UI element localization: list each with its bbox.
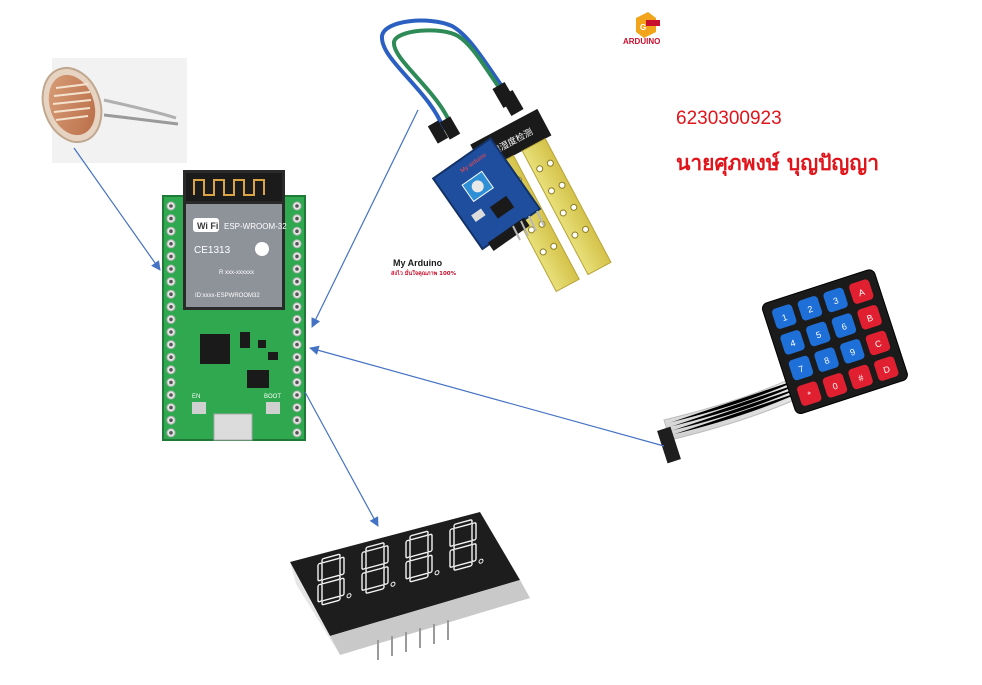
keypad-key-label: 4 xyxy=(789,338,797,349)
arrow-soil-to-esp32 xyxy=(311,109,419,328)
keypad-key-label: C xyxy=(874,338,884,350)
display-digit xyxy=(317,553,352,606)
wifi-logo xyxy=(193,218,219,232)
seven-segment-display xyxy=(290,512,530,660)
keypad-key-label: 9 xyxy=(849,347,857,358)
wifi-label: Wi Fi xyxy=(197,221,218,231)
display-digit xyxy=(405,530,440,583)
logo-text: ARDUINO xyxy=(623,37,661,46)
keypad-key xyxy=(814,347,839,372)
keypad-key xyxy=(772,304,797,329)
display-digit xyxy=(361,542,396,594)
en-button xyxy=(192,402,206,414)
voltage-regulator xyxy=(200,334,230,364)
watermark-title: My Arduino xyxy=(393,258,443,268)
keypad-key xyxy=(822,373,848,398)
keypad-key-label: 1 xyxy=(781,312,789,323)
keypad-key-label: 0 xyxy=(831,381,839,392)
arrow-ldr-to-esp32 xyxy=(73,147,161,271)
en-label: EN xyxy=(192,394,200,400)
display-digit xyxy=(449,519,484,571)
micro-usb-port xyxy=(213,413,253,441)
boot-button xyxy=(266,402,280,414)
keypad-key xyxy=(797,296,823,321)
keypad-4x4: 1 2 3 A 4 5 6 B 7 8 9 C * 0 # D xyxy=(657,269,908,464)
keypad-key xyxy=(797,381,822,406)
svg-text:G: G xyxy=(640,23,646,32)
r-code: R xxx-xxxxxx xyxy=(219,270,254,276)
student-name: นายศุภพงษ์ บุญปัญญา xyxy=(676,151,880,175)
ldr-sensor xyxy=(41,58,187,163)
keypad-key xyxy=(788,355,814,381)
soil-moisture-sensor: 土壤湿度检测 My arduino xyxy=(380,18,612,293)
usb-uart-chip xyxy=(247,370,269,388)
boot-label: BOOT xyxy=(264,394,281,400)
keypad-key xyxy=(848,364,873,390)
keypad-key-label: 8 xyxy=(823,355,831,366)
keypad-key xyxy=(831,313,857,338)
keypad-key-label: 6 xyxy=(840,321,848,332)
keypad-key-label: 3 xyxy=(832,295,840,306)
arrow-keypad-to-esp32 xyxy=(309,345,665,447)
keypad-key-label: D xyxy=(882,364,892,376)
esp32-board: Wi Fi ESP-WROOM-32 CE1313 R xxx-xxxxxx I… xyxy=(162,170,306,441)
arrow-esp32-to-display xyxy=(304,391,379,527)
watermark-subtitle: ส่งไว มั่นใจคุณภาพ 100% xyxy=(391,271,457,277)
keypad-key xyxy=(849,279,874,304)
keypad-key xyxy=(806,321,831,347)
keypad-key-label: # xyxy=(857,372,865,383)
keypad-key-label: B xyxy=(866,313,875,324)
student-id: 6230300923 xyxy=(676,108,782,129)
keypad-key xyxy=(780,330,805,355)
keypad-key-label: 2 xyxy=(806,304,814,315)
keypad-key-label: A xyxy=(857,287,866,298)
keypad-key-label: * xyxy=(806,389,813,400)
keypad-key-label: 7 xyxy=(797,363,805,374)
keypad-key xyxy=(857,305,882,330)
keypad-key xyxy=(823,287,848,313)
module-name: ESP-WROOM-32 xyxy=(224,222,287,231)
keypad-key xyxy=(874,356,899,381)
keypad-key xyxy=(840,339,865,364)
wiring-arrows xyxy=(73,109,665,527)
keypad-key-label: 5 xyxy=(815,329,823,340)
ce-mark: CE1313 xyxy=(194,245,231,256)
arduino-logo: G xyxy=(636,12,660,38)
fcc-id: ID:xxxx-ESPWROOM32 xyxy=(195,293,260,299)
keypad-key xyxy=(865,330,891,356)
